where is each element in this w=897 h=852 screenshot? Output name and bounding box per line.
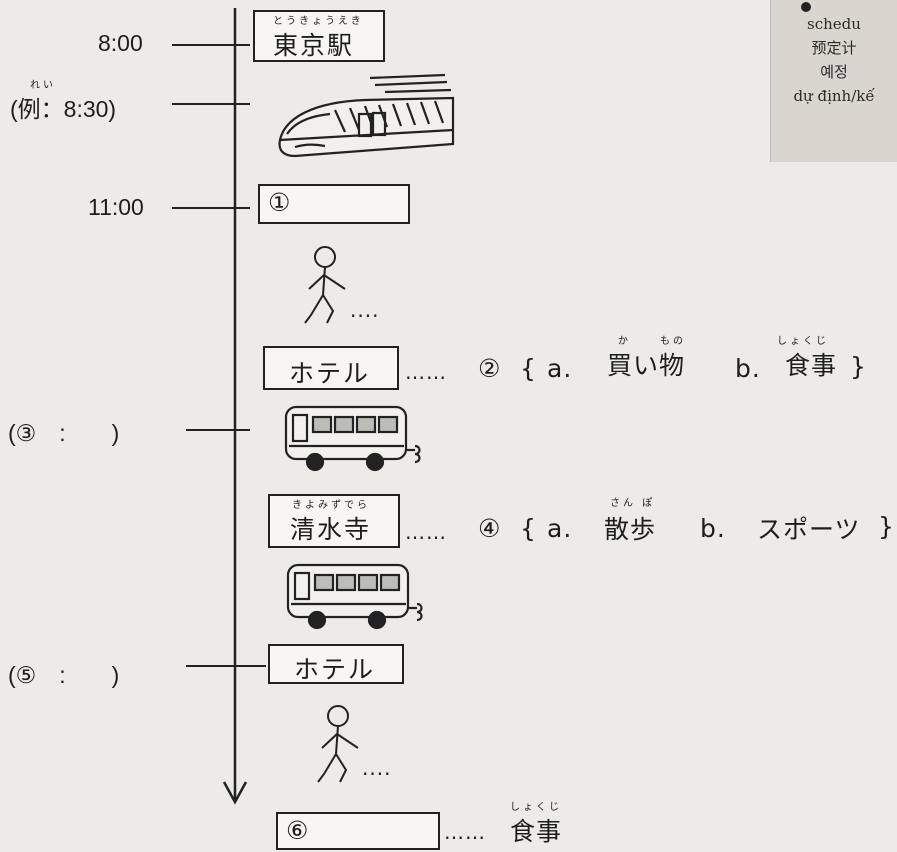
q2-close-brace: } (850, 352, 867, 381)
q2-option-a[interactable]: 買い物 (607, 351, 686, 380)
q4-open-brace: { (520, 514, 537, 543)
bullet-icon (801, 2, 811, 12)
legend-line-4: dự định/kế (793, 87, 875, 105)
q6-dots: …… (444, 820, 486, 844)
time-example: (例：8:30) (10, 96, 117, 122)
answer-box-1-number: ① (268, 188, 291, 217)
kiyomizu-temple-box: きよみずでら 清水寺 (268, 494, 400, 548)
tick-8-00 (172, 44, 250, 46)
tick-example (172, 103, 250, 105)
q2-option-a-prefix: a. (547, 354, 573, 383)
tokyo-station-label: 東京駅 (273, 31, 355, 60)
q2-option-b[interactable]: 食事 (785, 351, 838, 380)
hotel-box-1: ホテル (263, 346, 399, 390)
walking-person-icon (304, 246, 346, 324)
bus-icon (284, 405, 421, 472)
q4-close-brace: } (878, 512, 895, 541)
q2-option-b-ruby: しょくじ (777, 336, 829, 347)
train-icon (278, 73, 455, 158)
bus-icon (286, 563, 423, 630)
kiyomizu-temple-ruby: きよみずでら (292, 500, 370, 511)
answer-box-6-number: ⑥ (286, 816, 309, 845)
answer-box-6[interactable]: ⑥ (276, 812, 440, 850)
timeline-axis (222, 8, 248, 805)
q6-ruby: しょくじ (510, 802, 562, 813)
time-question-3: (③ : ) (8, 420, 120, 446)
walk-dots-2: .... (362, 756, 392, 780)
answer-box-1[interactable]: ① (258, 184, 410, 224)
tokyo-station-ruby: とうきょうえき (273, 16, 364, 27)
q4-option-a-ruby: さん ぽ (610, 498, 656, 509)
tick-question-3 (186, 429, 250, 431)
q2-option-a-ruby-2: もの (660, 336, 686, 347)
q2-dots: …… (405, 360, 447, 384)
q2-number: ② (478, 354, 502, 383)
time-question-5: (⑤ : ) (8, 662, 120, 688)
q4-option-b[interactable]: スポーツ (757, 515, 861, 544)
q4-dots: …… (405, 520, 447, 544)
hotel-label-2: ホテル (294, 655, 376, 684)
hotel-box-2: ホテル (268, 644, 404, 684)
q4-number: ④ (478, 514, 502, 543)
legend-line-1: schedu (807, 15, 861, 33)
q6-text: 食事 (510, 817, 563, 846)
q4-option-b-prefix: b. (700, 514, 726, 543)
time-8-00: 8:00 (98, 30, 143, 56)
walk-dots-1: .... (350, 298, 380, 322)
legend-line-2: 预定计 (811, 39, 857, 57)
walking-person-icon (317, 705, 359, 783)
translation-legend: schedu 预定计 예정 dự định/kế (770, 0, 897, 162)
hotel-label-1: ホテル (289, 359, 371, 388)
time-11-00: 11:00 (88, 194, 144, 220)
example-ruby: れい (30, 80, 56, 91)
q2-open-brace: { (520, 354, 537, 383)
q2-option-b-prefix: b. (735, 354, 761, 383)
legend-line-3: 예정 (820, 63, 848, 81)
tokyo-station-box: とうきょうえき 東京駅 (253, 10, 385, 62)
q4-option-a-prefix: a. (547, 514, 573, 543)
tick-question-5 (186, 665, 266, 667)
tick-11-00 (172, 207, 250, 209)
q2-option-a-ruby-1: か (618, 336, 631, 347)
kiyomizu-temple-label: 清水寺 (290, 515, 372, 544)
q4-option-a[interactable]: 散歩 (604, 515, 657, 544)
